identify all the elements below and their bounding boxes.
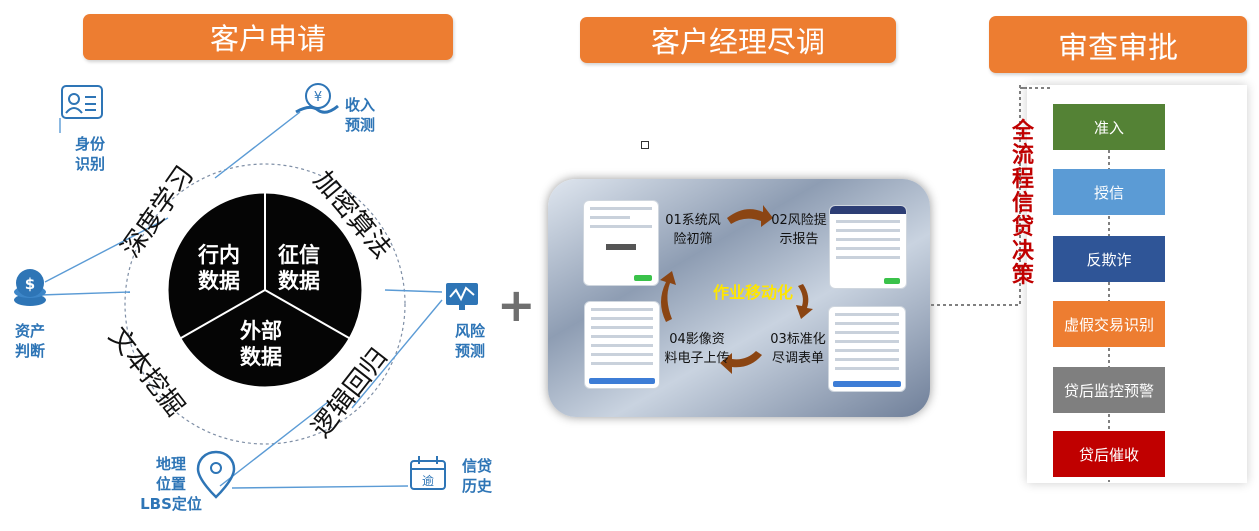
stage-fake-transaction: 虚假交易识别: [1053, 301, 1165, 347]
label-risk: 风险 预测: [454, 322, 485, 360]
phone-screenshot-3: [828, 306, 906, 392]
plus-sign: +: [497, 278, 536, 332]
calendar-icon: 逾: [410, 456, 446, 490]
label-income: 收入 预测: [344, 96, 375, 134]
id-card-icon: [61, 85, 103, 119]
arrow-step3-to-4: [720, 351, 762, 374]
svg-text:$: $: [25, 275, 35, 293]
svg-text:¥: ¥: [314, 90, 322, 105]
stage-admission: 准入: [1053, 104, 1165, 150]
full-process-label: 全流程信贷决策: [1011, 119, 1034, 288]
sector-credit: 征信 数据: [278, 243, 320, 293]
label-credit-history: 信贷 历史: [461, 457, 492, 495]
sector-internal: 行内 数据: [198, 243, 240, 293]
hand-coin-icon: ¥: [295, 83, 339, 114]
coin-stack-icon: $: [14, 269, 46, 306]
small-square-marker: [641, 141, 649, 149]
sector-external: 外部 数据: [240, 319, 282, 369]
label-assets: 资产 判断: [14, 322, 45, 360]
step-01-text: 01系统风 险初筛: [665, 213, 721, 247]
phone-screenshot-2: [829, 205, 907, 289]
stage-post-loan-monitoring: 贷后监控预警: [1053, 367, 1165, 413]
step-03-text: 03标准化 尽调表单: [770, 332, 826, 366]
map-pin-icon: [196, 450, 236, 499]
data-pie: [167, 192, 363, 388]
arrow-step1-to-2: [727, 205, 773, 227]
arrow-step2-to-3: [796, 284, 813, 319]
dashed-circle: [124, 163, 406, 445]
section-header-due-diligence: 客户经理尽调: [580, 17, 896, 63]
step-04-text: 04影像资 料电子上传: [664, 332, 730, 366]
svg-text:逾: 逾: [422, 473, 434, 488]
stage-collection: 贷后催收: [1053, 431, 1165, 477]
stage-anti-fraud: 反欺诈: [1053, 236, 1165, 282]
connector-lines: [39, 111, 443, 489]
monitor-chart-icon: [446, 283, 478, 310]
review-stage-box: [1027, 85, 1247, 483]
phone-screenshot-1: [583, 200, 659, 286]
mobile-operation-label: 作业移动化: [713, 283, 794, 302]
stage-credit-granting: 授信: [1053, 169, 1165, 215]
section-header-apply: 客户申请: [83, 14, 453, 60]
section-header-review: 审查审批: [989, 16, 1247, 73]
arrow-step4-to-1: [660, 271, 676, 322]
step-02-text: 02风险提 示报告: [771, 213, 827, 247]
phone-screenshot-4: [584, 301, 660, 389]
label-location: 地理 位置 LBS定位: [140, 455, 202, 513]
label-identity: 身份 识别: [74, 135, 105, 173]
